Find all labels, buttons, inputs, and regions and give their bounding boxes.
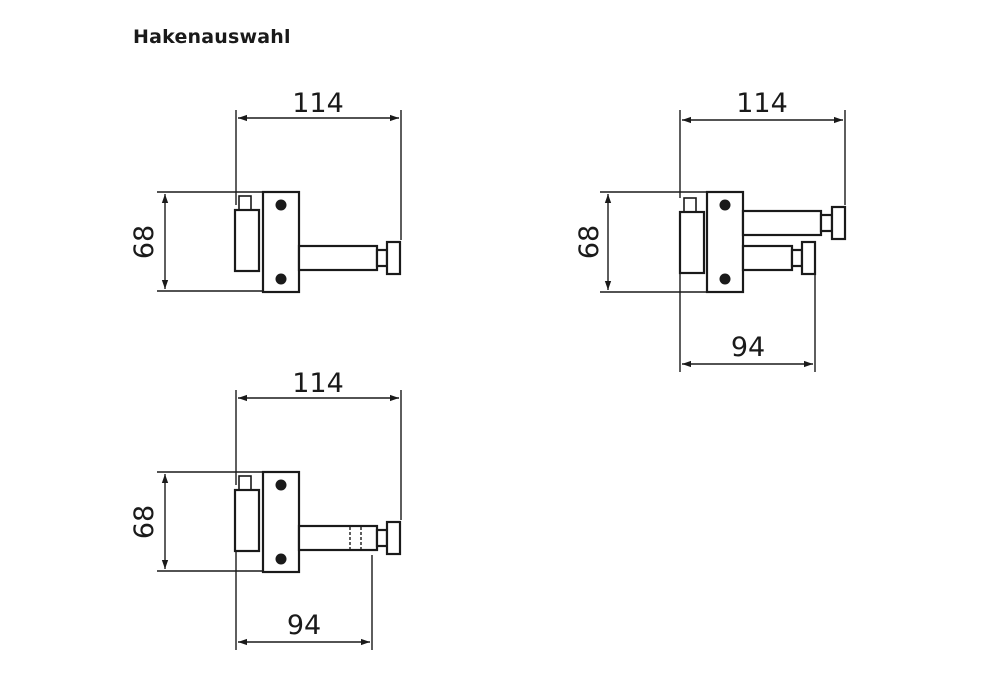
secondary-dimension-label: 94 xyxy=(287,610,321,641)
clip-tab xyxy=(238,475,252,491)
hook-end-cap xyxy=(385,520,402,556)
hook-arm xyxy=(297,244,379,272)
hook-end-cap xyxy=(830,205,847,241)
height-dimension-label: 68 xyxy=(129,505,160,539)
secondary-dimension-label: 94 xyxy=(731,332,765,363)
clip-tab xyxy=(683,197,697,213)
screw-icon xyxy=(275,273,287,285)
screw-icon xyxy=(719,273,731,285)
screw-icon xyxy=(719,199,731,211)
width-dimension-label: 114 xyxy=(736,88,788,119)
hook-neck xyxy=(819,213,834,233)
diagram-double-hook-offset: 114 68 94 xyxy=(574,88,847,372)
screw-icon xyxy=(275,553,287,565)
height-dimension-label: 68 xyxy=(574,225,605,259)
back-clip xyxy=(233,488,261,553)
hook-arm-long xyxy=(741,209,823,237)
hook-neck xyxy=(790,248,804,268)
hook-neck xyxy=(375,248,389,268)
screw-icon xyxy=(275,199,287,211)
width-dimension-label: 114 xyxy=(292,368,344,399)
clip-tab xyxy=(238,195,252,211)
page-title: Hakenauswahl xyxy=(133,26,291,48)
back-clip xyxy=(233,208,261,273)
hook-neck xyxy=(375,528,389,548)
diagram-double-hook-inline: 114 68 94 xyxy=(129,368,402,650)
back-clip xyxy=(678,210,706,275)
diagram-single-hook: 114 68 xyxy=(129,88,402,294)
hook-end-cap xyxy=(385,240,402,276)
hook-end-cap xyxy=(800,240,817,276)
width-dimension-label: 114 xyxy=(292,88,344,119)
hook-arm xyxy=(297,524,379,552)
screw-icon xyxy=(275,479,287,491)
height-dimension-label: 68 xyxy=(129,225,160,259)
hook-arm-short xyxy=(741,244,794,272)
